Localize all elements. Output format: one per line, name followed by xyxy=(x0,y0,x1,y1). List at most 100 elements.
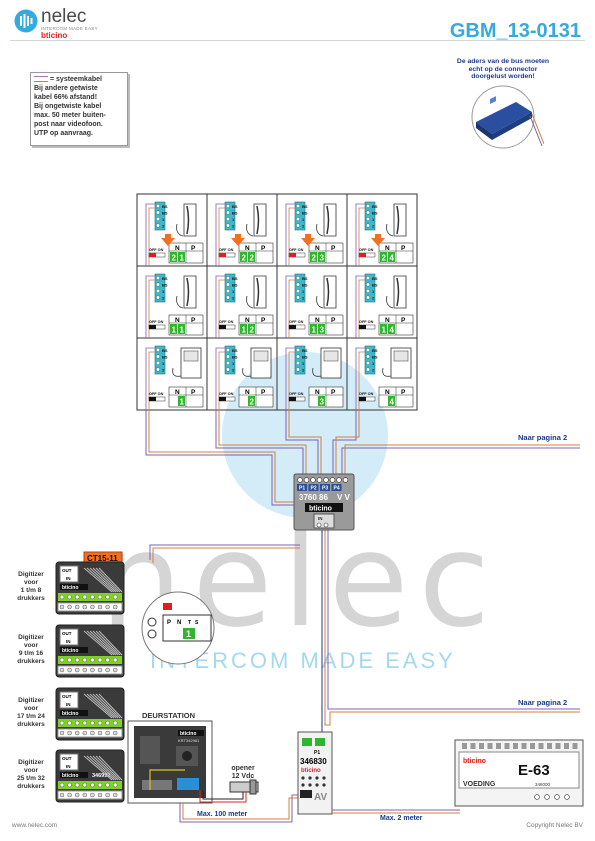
logo-brand: bticino xyxy=(41,31,67,40)
digitizer-label: Digitizer xyxy=(18,571,44,578)
bus-cables xyxy=(145,410,580,740)
power-supply: bticino E-63 VOEDING 346000 xyxy=(454,739,584,807)
np-p-label: P xyxy=(191,389,196,396)
digitizer-terminal-white xyxy=(57,602,123,612)
np-n-label: N xyxy=(315,245,320,252)
power-label: VOEDING xyxy=(463,781,496,788)
switch-label: OFF ON xyxy=(219,392,234,396)
switch-label: OFF ON xyxy=(219,248,234,252)
cell-number: 4 xyxy=(390,326,395,335)
door-cable xyxy=(182,797,300,820)
terminal-label: 1 xyxy=(162,217,165,222)
np-n-label: N xyxy=(315,317,320,324)
terminal-label: 2 xyxy=(162,296,165,301)
header-divider xyxy=(10,40,585,41)
digitizer-terminal-green xyxy=(58,719,122,727)
terminal-label: BS xyxy=(302,276,308,281)
screw-icon xyxy=(365,347,371,353)
terminal-label: 1 xyxy=(162,289,165,294)
digitizer-label: Digitizer xyxy=(18,759,44,766)
cell-number: 1 xyxy=(180,398,185,407)
arrow-down-icon xyxy=(301,234,315,246)
terminal-label: BS xyxy=(232,355,238,360)
screw-icon xyxy=(365,360,371,366)
handset-icon xyxy=(393,203,407,237)
screw-icon xyxy=(365,282,371,287)
cell-prefix: 2 xyxy=(382,254,387,263)
screw-icon xyxy=(336,477,342,483)
terminal-label: BS xyxy=(162,276,168,281)
terminal-label: 2 xyxy=(232,368,235,373)
cell-number: 2 xyxy=(250,398,255,407)
np-n-label: N xyxy=(175,389,180,396)
terminal-label: BS xyxy=(302,348,308,353)
terminal-label: 2 xyxy=(232,224,235,229)
digitizer-brand: bticino xyxy=(62,648,78,654)
connector-illustration xyxy=(471,85,545,149)
terminal-label: 2 xyxy=(372,224,375,229)
np-p-label: P xyxy=(191,317,196,324)
av-dots xyxy=(301,776,326,787)
av-brand: bticino xyxy=(301,768,321,774)
cell-prefix: 1 xyxy=(382,326,387,335)
screw-icon xyxy=(295,347,301,353)
screw-icon xyxy=(534,794,540,800)
np-n-label: N xyxy=(385,245,390,252)
door-station-brand: bticino xyxy=(180,731,196,737)
terminal-label: BS xyxy=(232,204,238,209)
screw-icon xyxy=(554,794,560,800)
opener-body xyxy=(229,781,259,793)
np-p-label: P xyxy=(331,245,336,252)
cell-number: 4 xyxy=(390,398,395,407)
terminal-block xyxy=(364,345,376,375)
distributor-brand-plate xyxy=(305,503,343,512)
screw-icon xyxy=(225,223,231,228)
cable-legend: = systeemkabel xyxy=(34,75,124,84)
digitizer-label: voor xyxy=(24,705,39,712)
screw-icon xyxy=(295,282,301,287)
digitizer-brand-plate xyxy=(60,647,88,653)
terminal-block xyxy=(364,273,376,303)
terminal-label: BS xyxy=(232,211,238,216)
logo-tagline: INTERCOM MADE EASY xyxy=(41,26,98,31)
ct15-label: CT15-11 xyxy=(87,554,118,563)
digitizer-io xyxy=(59,628,79,646)
bus-note-line: doorgelust worden! xyxy=(471,73,535,80)
digitizer-brand-plate xyxy=(60,584,88,590)
handset-icon xyxy=(253,203,267,237)
digitizer-brand: bticino xyxy=(62,773,78,779)
terminal-label: 2 xyxy=(302,224,305,229)
digitizer-terminal-green xyxy=(58,593,122,601)
door-station-ref: KRT342981 xyxy=(178,738,200,743)
port-label: P3 xyxy=(322,486,328,492)
np-n-label: N xyxy=(175,317,180,324)
screw-icon xyxy=(155,282,161,287)
terminal-label: BS xyxy=(162,283,168,288)
terminal-label: 1 xyxy=(302,289,305,294)
power-vents xyxy=(462,743,578,749)
screw-icon xyxy=(225,288,231,294)
terminal-label: 1 xyxy=(232,217,235,222)
np-p-label: P xyxy=(261,317,266,324)
cell-prefix: 1 xyxy=(242,326,247,335)
screw-icon xyxy=(316,522,322,528)
note-line: kabel 66% afstand! xyxy=(34,94,98,101)
terminal-label: BS xyxy=(162,211,168,216)
note-line: max. 50 meter buiten- xyxy=(34,112,106,119)
zoom-switch xyxy=(163,603,172,610)
digitizer-label: voor xyxy=(24,579,39,586)
bus-loop-note: De aders van de bus moeten echt op de co… xyxy=(448,58,558,81)
terminal-label: 1 xyxy=(372,289,375,294)
screw-icon xyxy=(310,477,316,483)
screw-icon xyxy=(295,223,301,228)
switch-label: OFF ON xyxy=(359,248,374,252)
distributor-screws xyxy=(297,477,349,483)
port-badge xyxy=(331,484,342,491)
screw-icon xyxy=(147,617,157,627)
